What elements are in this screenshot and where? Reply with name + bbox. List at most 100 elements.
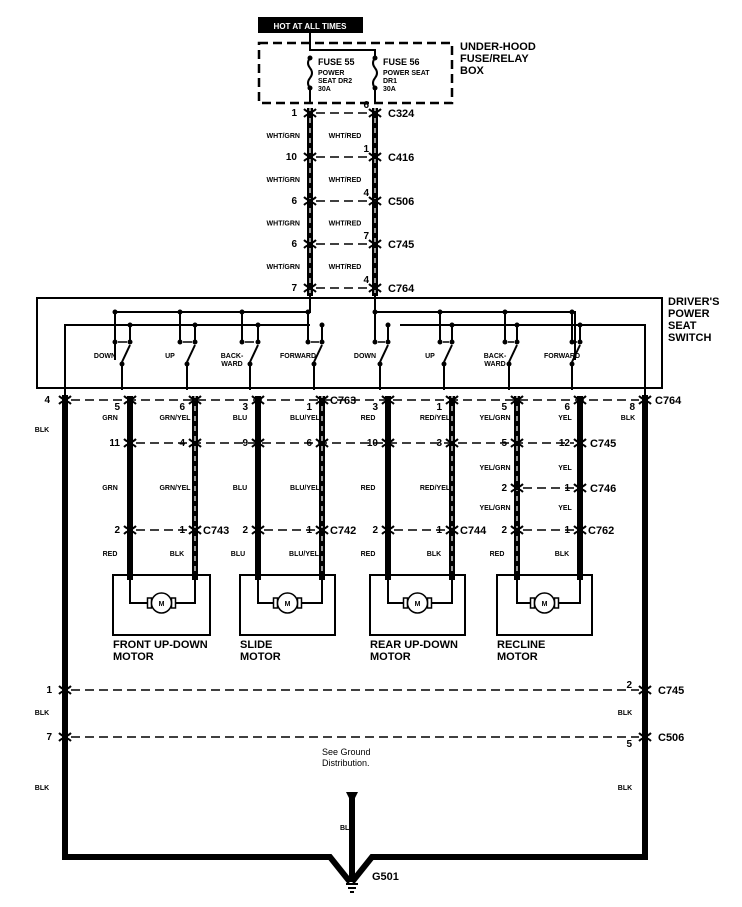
switch-position-label: UP — [425, 353, 435, 360]
connector-female-icon — [368, 283, 382, 288]
wire-color-label: WHT/RED — [329, 133, 362, 140]
wire-color-label: WHT/GRN — [267, 133, 300, 140]
ground-circuit: G501 See Ground Distribution. BLK — [62, 395, 648, 893]
connector-male-icon — [123, 530, 137, 535]
connector-female-icon — [315, 395, 329, 400]
wire-color-label: WHT/GRN — [267, 221, 300, 228]
pin-number: 4 — [363, 275, 369, 286]
pin-number: 1 — [436, 525, 442, 536]
switch-position-label: WARD — [221, 361, 242, 368]
motor-label: SLIDE — [240, 639, 272, 651]
connector-male-icon — [381, 443, 395, 448]
switch-blade — [313, 344, 323, 363]
connector-name: C742 — [330, 525, 356, 537]
switch-blade — [443, 344, 453, 363]
motor-lead — [257, 575, 276, 604]
motor-icon — [276, 592, 299, 614]
pin-number: 2 — [501, 483, 507, 494]
connector-male-icon — [251, 443, 265, 448]
fuse-56: FUSE 56 POWER SEAT DR1 30A — [372, 55, 430, 104]
contact-dot — [255, 339, 261, 345]
connector-name: C762 — [588, 525, 614, 537]
connector-male-icon — [510, 400, 524, 405]
connector-female-icon — [303, 283, 317, 288]
connector-male-icon — [123, 400, 137, 405]
connector-male-icon — [510, 530, 524, 535]
motor-label: MOTOR — [113, 651, 154, 663]
connector-male-icon — [381, 400, 395, 405]
pin-number: 4 — [44, 395, 50, 406]
connector-female-icon — [510, 483, 524, 488]
connector-male-icon — [303, 113, 317, 118]
connector-name: C506 — [388, 196, 414, 208]
motor-lead — [429, 575, 453, 604]
switch-blade — [186, 344, 196, 363]
pin-number: 3 — [372, 402, 378, 413]
connector-name: C764 — [388, 283, 415, 295]
pin-number: 6 — [363, 100, 369, 111]
contact-dot — [502, 339, 508, 345]
motor-wires — [127, 396, 583, 580]
motor-lead — [173, 575, 196, 604]
connector-male-icon — [315, 530, 329, 535]
junction-dot — [239, 309, 245, 315]
pin-number: 6 — [291, 239, 297, 250]
pin-number: 2 — [501, 525, 507, 536]
connector-male-icon — [368, 244, 382, 249]
motor-icon — [533, 592, 556, 614]
connector-female-icon — [303, 108, 317, 113]
wire-color-label: BLK — [555, 551, 569, 558]
wire-color-label: YEL — [558, 505, 572, 512]
pin-number: 5 — [501, 402, 507, 413]
motor-housing — [239, 574, 336, 636]
wire-color-label: WHT/GRN — [267, 177, 300, 184]
switch-blade — [121, 344, 131, 363]
contact-dot — [127, 339, 133, 345]
motor-label: MOTOR — [240, 651, 281, 663]
connector-female-icon — [510, 395, 524, 400]
junction-dot — [514, 322, 520, 328]
junction-dot — [449, 322, 455, 328]
connector-male-icon — [368, 201, 382, 206]
wire-color-label: WHT/RED — [329, 221, 362, 228]
connector-female-icon — [381, 395, 395, 400]
motor-icon — [150, 592, 173, 614]
pin-number: 1 — [436, 402, 442, 413]
pin-number: 3 — [242, 402, 248, 413]
ground-symbol-icon — [346, 883, 358, 893]
connector-female-icon — [188, 438, 202, 443]
connector-female-icon — [510, 438, 524, 443]
connector-name: C763 — [330, 395, 356, 407]
junction-dot — [437, 309, 443, 315]
connector-male-icon — [251, 530, 265, 535]
pin-number: 6 — [306, 438, 312, 449]
fuse-55-name: FUSE 55 — [318, 57, 355, 67]
wire-color-label: BLU/YEL — [290, 415, 321, 422]
pin-number: 6 — [291, 196, 297, 207]
switch-bus — [374, 296, 576, 360]
connector-name: C324 — [388, 108, 415, 120]
pin-number: 1 — [291, 108, 297, 119]
connector-male-icon — [188, 443, 202, 448]
connector-name: C746 — [590, 483, 616, 495]
junction-dot — [112, 309, 118, 315]
pin-number: 2 — [372, 525, 378, 536]
connector-name: C745 — [388, 239, 414, 251]
wire-color-label: WHT/RED — [329, 264, 362, 271]
connector-male-icon — [58, 737, 72, 742]
fuse-55-desc: POWER — [318, 70, 344, 77]
pin-number: 11 — [109, 438, 120, 449]
contact-dot — [239, 339, 245, 345]
connector-male-icon — [251, 400, 265, 405]
wire-color-label: WHT/RED — [329, 177, 362, 184]
connector-male-icon — [510, 488, 524, 493]
fuse-55-rating: 30A — [318, 86, 331, 93]
wire-color-label: RED — [361, 551, 376, 558]
fuse-56-rating: 30A — [383, 86, 396, 93]
pin-number: 1 — [363, 144, 369, 155]
wire-color-label: GRN/YEL — [159, 415, 191, 422]
motor-label: MOTOR — [497, 651, 538, 663]
